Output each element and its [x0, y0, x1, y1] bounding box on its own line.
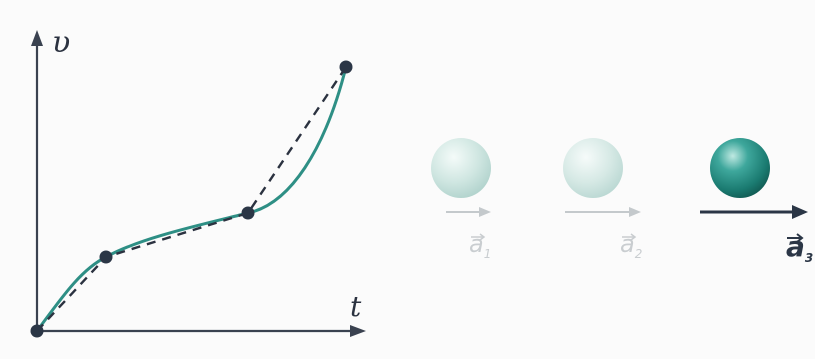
- secant-lines: [36, 66, 347, 332]
- curve-point-4: [339, 60, 353, 74]
- ball-1: [431, 138, 491, 198]
- vector-a3-overarrow: [787, 233, 804, 243]
- vector-a2-arrowhead: [629, 207, 641, 217]
- ball-2: [563, 138, 623, 198]
- y-axis-arrowhead: [31, 30, 43, 46]
- ball-3: [710, 138, 770, 198]
- x-axis-arrowhead: [350, 325, 366, 337]
- curve-point-3: [241, 206, 255, 220]
- vector-a1-subscript: 1: [484, 247, 492, 261]
- x-axis-label: t: [350, 290, 362, 323]
- vector-a3-symbol: a: [786, 230, 805, 263]
- acceleration-sequence: a1 a2 a3: [431, 138, 813, 265]
- curve-point-2: [99, 250, 113, 264]
- vector-a1-arrowhead: [479, 207, 491, 217]
- velocity-curve: [35, 66, 348, 332]
- graph: υ t: [30, 25, 366, 338]
- vector-a2-subscript: 2: [635, 247, 643, 261]
- vector-a3-subscript: 3: [805, 251, 813, 265]
- vector-a2-overarrow: [622, 233, 637, 241]
- curve-point-1: [30, 324, 44, 338]
- vector-a3-arrowhead: [792, 205, 808, 219]
- y-axis-label: υ: [52, 25, 70, 60]
- vector-a1-overarrow: [471, 233, 486, 241]
